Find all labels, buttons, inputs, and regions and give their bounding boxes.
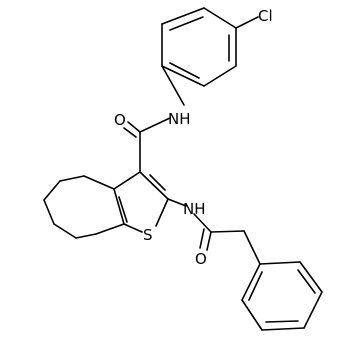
ch2-to-phenyl-bond: [243, 230, 261, 265]
amide-nh-top-label: NH: [168, 110, 191, 128]
sulfur-label: S: [143, 226, 153, 244]
acyl-double-bond-2: [199, 228, 205, 249]
cycloheptane-ring: [43, 175, 125, 239]
carbonyl-double-bond-2: [123, 127, 137, 138]
nh-to-carbonyl-bond: [139, 117, 171, 133]
carbonyl-double-bond-1: [127, 121, 141, 133]
amide-nh-mid-label: NH: [183, 200, 206, 218]
carbonyl-o-top-label: O: [114, 111, 126, 129]
acyl-double-bond-1: [206, 231, 212, 251]
carbonyl-o-bottom-label: O: [195, 250, 207, 268]
thiophene-to-nh-bond: [167, 198, 187, 207]
ring-to-chlorine-bond: [235, 16, 259, 29]
ring-to-nh-bond: [161, 65, 185, 106]
acyl-to-ch2-bond: [210, 230, 245, 233]
thiophene-ring: [113, 171, 169, 233]
chlorophenyl-ring: [161, 7, 237, 87]
chlorine-label: Cl: [258, 7, 273, 25]
phenyl-ring: [241, 261, 323, 331]
nh-to-acyl-bond: [193, 213, 212, 233]
